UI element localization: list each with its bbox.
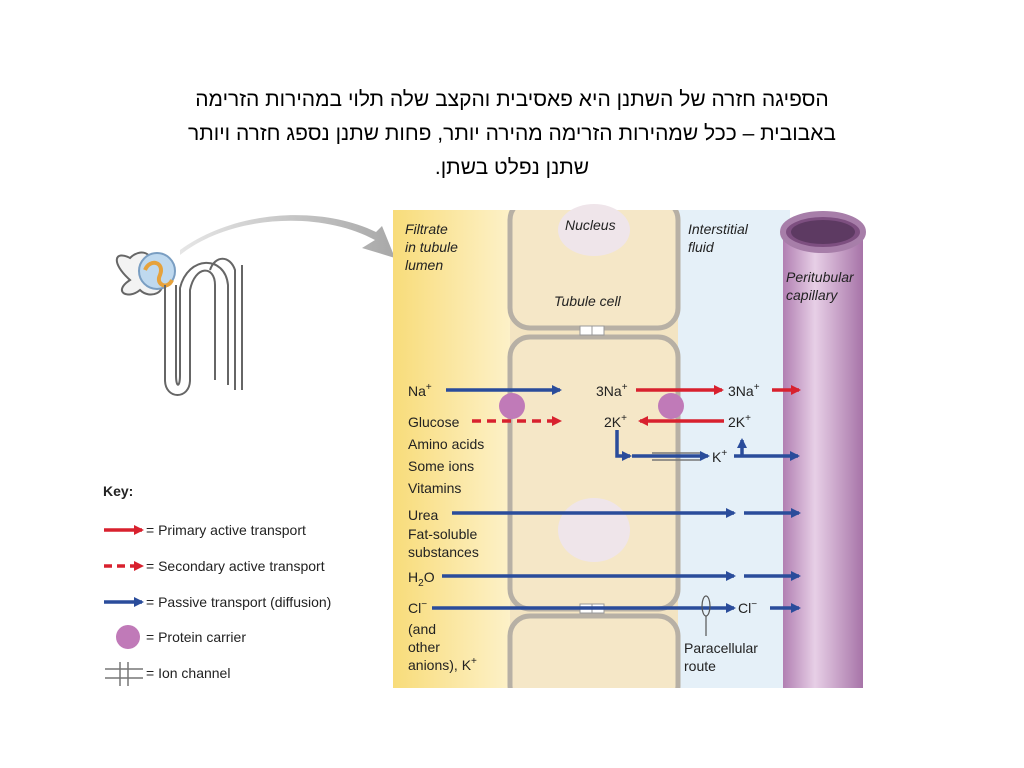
na-label: Na+ (408, 382, 432, 399)
urea-label: Urea (408, 507, 439, 523)
nephron-sketch (115, 251, 243, 396)
some-ions-label: Some ions (408, 458, 474, 474)
key-carrier-icon (116, 625, 140, 649)
anions-label: anions), K+ (408, 656, 477, 673)
paracellular-label-2: route (684, 658, 716, 674)
cl-label: Cl− (408, 599, 427, 616)
k-label: K+ (712, 448, 727, 465)
interstitial-region (678, 210, 790, 688)
na3-right-label: 3Na+ (728, 382, 760, 399)
k-leak-arrow-in (615, 430, 632, 461)
na3-left-label: 3Na+ (596, 382, 628, 399)
title-line-2: באבובית – ככל שמהירות הזרימה מהירה יותר,… (188, 122, 836, 145)
h2o-label: H2O (408, 569, 435, 589)
nucleus-label: Nucleus (565, 217, 616, 233)
lumen-label-1: Filtrate (405, 221, 448, 237)
interstitial-label-2: fluid (688, 239, 715, 255)
k-ion-channel (652, 452, 700, 461)
key-ion-channel-label: = Ion channel (146, 665, 230, 681)
tubule-cell-label: Tubule cell (554, 293, 622, 309)
other-label: other (408, 639, 440, 655)
interstitial-label-1: Interstitial (688, 221, 749, 237)
amino-acids-label: Amino acids (408, 436, 484, 452)
key-ion-channel-icon (105, 662, 143, 686)
fat-soluble-label-2: substances (408, 544, 479, 560)
fat-soluble-label-1: Fat-soluble (408, 526, 477, 542)
title-line-3: שתנן נפלט בשתן. (434, 156, 590, 179)
paracellular-label-1: Paracellular (684, 640, 758, 656)
protein-carrier-apical (499, 393, 525, 419)
capillary-label-1: Peritubular (786, 269, 855, 285)
tubule-cell-middle (507, 334, 681, 612)
k2-right-label: 2K+ (728, 413, 751, 430)
key-primary-label: = Primary active transport (146, 522, 306, 538)
title-line-1: הספיגה חזרה של השתנן היא פאסיבית והקצב ש… (195, 88, 829, 111)
key-secondary-label: = Secondary active transport (146, 558, 325, 574)
key-carrier-label: = Protein carrier (146, 629, 246, 645)
nucleus (558, 204, 630, 256)
cl-right-label: Cl− (738, 599, 757, 616)
capillary-label-2: capillary (786, 287, 838, 303)
vitamins-label: Vitamins (408, 480, 461, 496)
nucleus-middle (558, 498, 630, 562)
lumen-label-3: lumen (405, 257, 443, 273)
glucose-label: Glucose (408, 414, 460, 430)
k2-left-label: 2K+ (604, 413, 627, 430)
protein-carrier-basolateral (658, 393, 684, 419)
glomerulus-highlight (138, 252, 176, 290)
key-passive-label: = Passive transport (diffusion) (146, 594, 331, 610)
lumen-label-2: in tubule (405, 239, 458, 255)
and-label: (and (408, 621, 436, 637)
key-title: Key: (103, 483, 133, 499)
zoom-arrow (180, 215, 395, 258)
